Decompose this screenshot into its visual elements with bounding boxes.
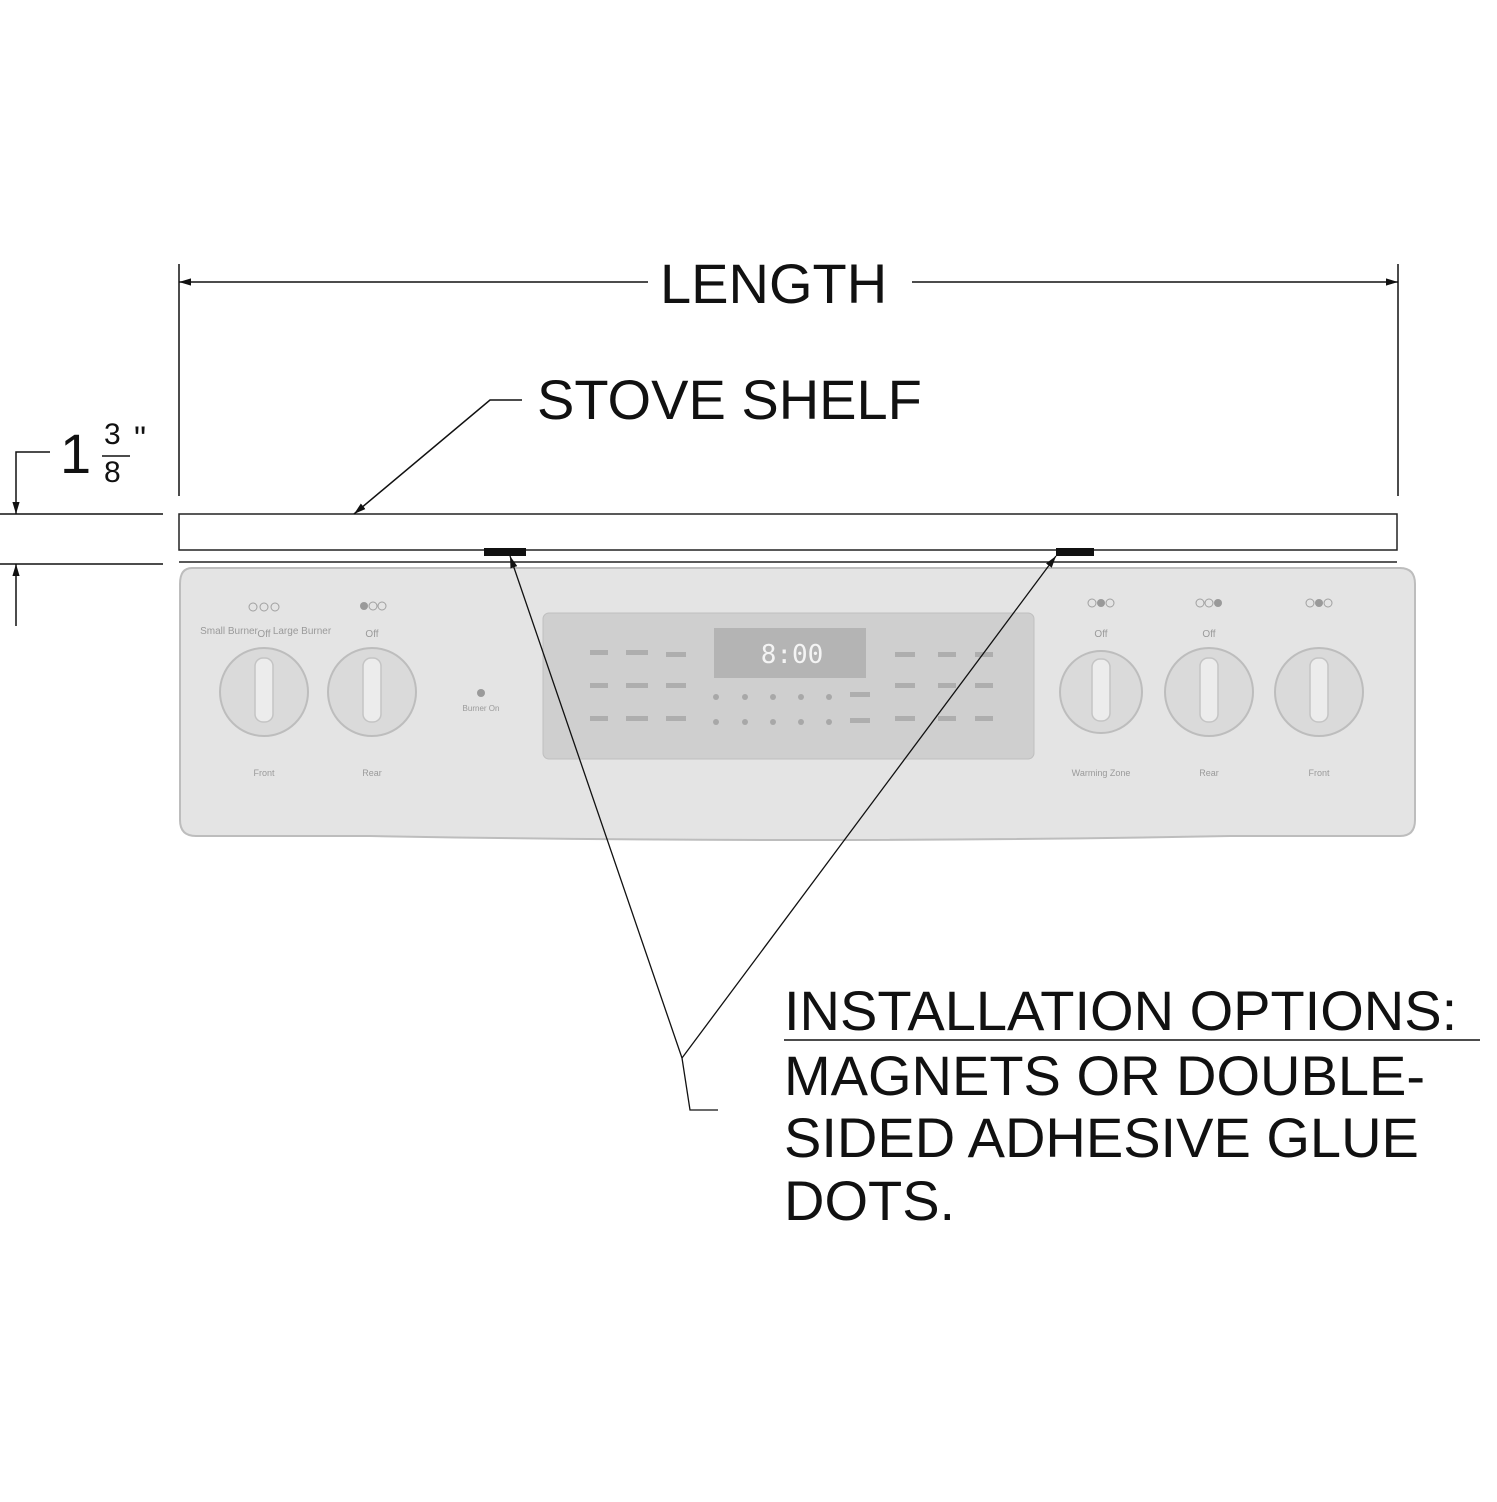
height-dimension-unit: " — [134, 420, 147, 458]
installation-options-title: INSTALLATION OPTIONS: — [784, 979, 1458, 1042]
control-display-panel — [542, 612, 1035, 760]
knob-left-label-large: Large Burner — [273, 626, 332, 637]
knob-front-right — [1274, 598, 1364, 737]
installation-leaders — [509, 555, 1057, 1111]
knob-left-label-small: Small Burner — [200, 626, 258, 637]
knob-left-label-off: Off — [257, 629, 270, 640]
clock-display — [714, 628, 866, 678]
zone-label-front-left: Front — [253, 768, 275, 778]
installation-line-2: SIDED ADHESIVE GLUE — [784, 1106, 1419, 1170]
clock-display-text: 8:00 — [761, 640, 824, 670]
stove-shelf-label: STOVE SHELF — [537, 368, 922, 431]
height-dimension-numerator: 3 — [104, 418, 121, 451]
zone-label-rear-left: Rear — [362, 768, 382, 778]
touch-button-grid — [590, 650, 993, 723]
height-dimension — [0, 451, 163, 626]
knob-off-label-rear-right: Off — [1202, 629, 1215, 640]
burner-on-label: Burner On — [463, 704, 500, 713]
stove-shelf — [178, 513, 1398, 551]
zone-label-front-right: Front — [1308, 768, 1330, 778]
height-dimension-denominator: 8 — [104, 456, 121, 489]
installation-line-1: MAGNETS OR DOUBLE- — [784, 1043, 1425, 1107]
length-label: LENGTH — [660, 252, 888, 315]
knob-front-left — [219, 602, 309, 737]
knob-warming-zone — [1059, 598, 1143, 734]
shelf-leader-line — [353, 399, 522, 515]
zone-label-rear-right: Rear — [1199, 768, 1219, 778]
installation-line-3: DOTS. — [784, 1169, 956, 1233]
stove-control-panel: 8:00 — [179, 567, 1416, 841]
knob-off-label-rear-left: Off — [365, 629, 378, 640]
burner-on-indicator — [477, 689, 485, 697]
magnet-right — [1056, 548, 1094, 556]
height-dimension-whole: 1 — [60, 422, 92, 485]
number-pad — [713, 694, 832, 725]
knob-off-label-warming: Off — [1094, 629, 1107, 640]
magnet-left — [484, 548, 526, 556]
zone-label-warming: Warming Zone — [1072, 768, 1131, 778]
knob-rear-left — [327, 601, 417, 737]
knob-rear-right — [1164, 598, 1254, 737]
installation-options-note: INSTALLATION OPTIONS: MAGNETS OR DOUBLE-… — [784, 979, 1458, 1233]
length-dimension — [178, 264, 1399, 496]
